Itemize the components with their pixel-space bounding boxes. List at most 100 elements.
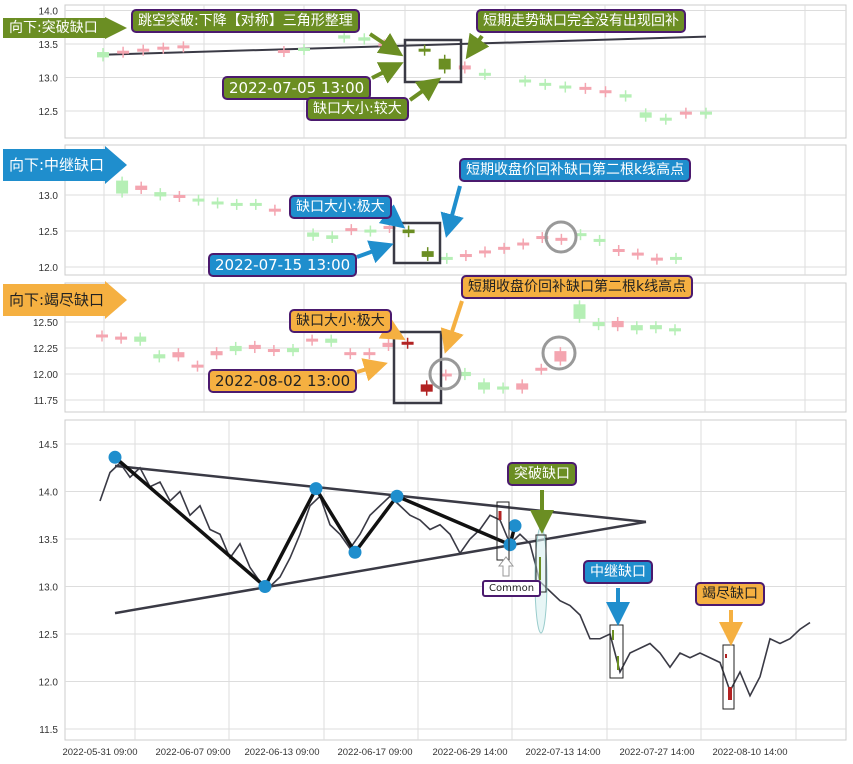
pivot-point: [348, 545, 362, 559]
y-tick-label: 12.25: [33, 344, 58, 355]
y-tick-label: 12.5: [39, 107, 59, 118]
fill-circle: [428, 357, 462, 391]
pivot-point: [503, 538, 517, 552]
candle-body: [249, 202, 262, 206]
candle-body: [599, 90, 612, 94]
y-tick-label: 14.5: [39, 440, 59, 451]
y-tick-label: 12.0: [39, 678, 59, 689]
annotation-arrow: [371, 62, 404, 84]
pivot-point: [508, 519, 522, 533]
candle-body: [670, 256, 682, 260]
annotation-arrow: [440, 185, 464, 238]
gap-size-label: 缺口大小:极大: [289, 309, 392, 333]
fill-circle: [544, 220, 578, 254]
candle-body: [115, 336, 128, 340]
common-arrow: [497, 556, 515, 577]
candle-body: [117, 50, 130, 54]
candle-body: [338, 35, 351, 39]
pivot-point: [108, 450, 122, 464]
candle-body: [458, 65, 471, 70]
y-tick-label: 14.0: [39, 7, 59, 18]
gap-box-common: [496, 501, 510, 561]
candle-body: [559, 85, 572, 89]
candle-body: [458, 371, 471, 377]
candle-body: [211, 201, 224, 205]
candle-body: [210, 351, 223, 356]
annotation-arrow: [465, 32, 490, 60]
candle-body: [277, 50, 290, 54]
candle-body: [268, 208, 281, 212]
candle-body: [420, 384, 433, 392]
pivot-point: [258, 580, 272, 593]
fill-status-label: 短期走势缺口完全没有出现回补: [476, 9, 686, 33]
candle-body: [497, 386, 510, 390]
candle-body: [519, 79, 532, 83]
x-tick-label: 2022-07-13 14:00: [525, 747, 600, 758]
y-tick-label: 12.00: [33, 370, 58, 381]
candle-body: [402, 229, 415, 234]
candle-body: [539, 82, 552, 86]
y-tick-label: 11.75: [34, 396, 59, 407]
candle-body: [593, 238, 606, 242]
candle-body: [96, 334, 108, 338]
y-tick-label: 13.5: [39, 535, 59, 546]
candle-body: [306, 338, 319, 342]
x-tick-label: 2022-06-13 09:00: [244, 747, 319, 758]
candle-body: [639, 112, 652, 118]
candle-body: [418, 48, 431, 52]
panel-title-exhaustion: 向下:竭尽缺口: [3, 281, 127, 319]
candle-body: [679, 111, 692, 115]
y-tick-label: 13.0: [39, 191, 59, 202]
candle-body: [172, 352, 185, 358]
candle-body: [345, 228, 358, 232]
candle-body: [358, 37, 371, 41]
gap-time-label: 2022-07-15 13:00: [208, 253, 358, 277]
candle-body: [650, 257, 663, 261]
panel-title-text: 向下:突破缺口: [9, 20, 98, 36]
candle-body: [248, 344, 261, 350]
candle-body: [592, 322, 605, 327]
candle-body: [439, 373, 452, 377]
candle-body: [459, 254, 472, 258]
candle-body: [287, 348, 299, 353]
gap-box-runaway: [392, 221, 442, 265]
candle-body: [579, 86, 592, 90]
y-tick-label: 12.5: [39, 227, 59, 238]
candle-body: [230, 202, 243, 206]
candle-body: [649, 325, 662, 330]
candle-body: [344, 352, 357, 356]
candle-body: [630, 325, 643, 331]
candle-body: [612, 249, 625, 252]
panel-title-text: 向下:中继缺口: [9, 156, 105, 174]
candle-body: [177, 45, 190, 49]
x-tick-label: 2022-08-10 14:00: [712, 747, 787, 758]
candle-body: [554, 351, 567, 362]
y-tick-label: 12.50: [33, 318, 58, 329]
pivot-point: [390, 489, 404, 503]
fill-circle: [541, 335, 577, 371]
candle-body: [573, 304, 586, 319]
candle-body: [325, 338, 338, 343]
candle-body: [555, 237, 568, 241]
fill-status-label: 短期收盘价回补缺口第二根k线高点: [459, 158, 692, 182]
panel-title-runaway: 向下:中继缺口: [3, 146, 127, 184]
price-line: [99, 461, 811, 698]
triangle-lower-line: [114, 520, 647, 615]
candle-body: [154, 192, 167, 197]
exhaustion-gap-label: 竭尽缺口: [695, 582, 765, 606]
gap-time-label: 2022-08-02 13:00: [208, 369, 358, 393]
y-tick-label: 14.0: [39, 488, 59, 499]
fill-status-label: 短期收盘价回补缺口第二根k线高点: [461, 275, 694, 299]
candle-body: [137, 48, 150, 52]
candle-body: [619, 94, 632, 98]
candle-body: [631, 252, 644, 256]
x-tick-label: 2022-07-27 14:00: [619, 747, 694, 758]
candle-body: [401, 341, 414, 345]
candle-body: [153, 354, 166, 359]
x-tick-label: 2022-06-29 14:00: [432, 747, 507, 758]
candle-body: [134, 336, 147, 342]
y-tick-label: 13.0: [39, 583, 59, 594]
candle-body: [669, 328, 681, 332]
candle-body: [173, 195, 186, 198]
